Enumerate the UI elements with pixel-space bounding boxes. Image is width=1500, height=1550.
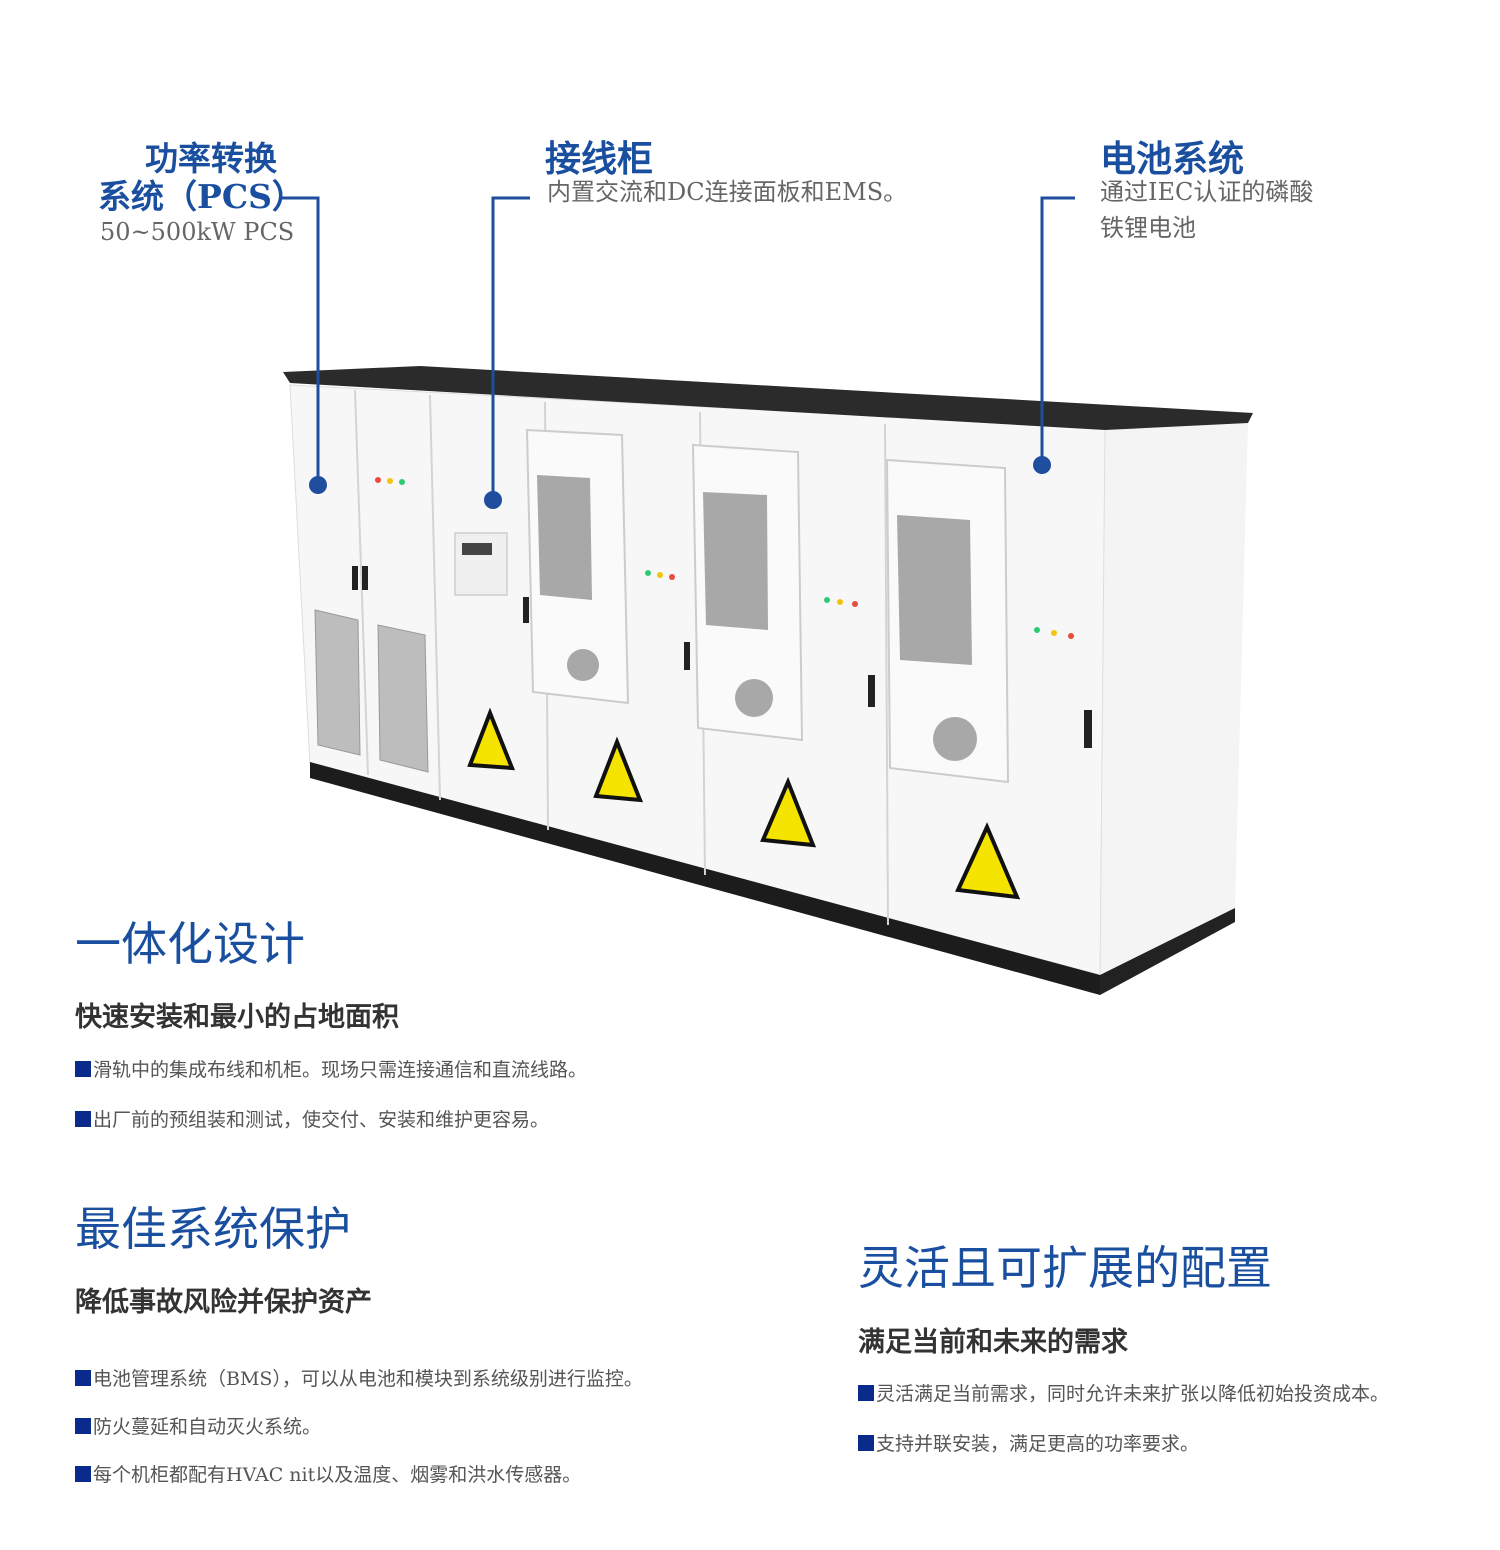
bullet-item: 电池管理系统（BMS），可以从电池和模块到系统级别进行监控。 (75, 1364, 643, 1391)
bullet-square-icon (858, 1384, 874, 1401)
bullet-item: 每个机柜都配有HVAC nit以及温度、烟雾和洪水传感器。 (75, 1460, 581, 1487)
callout-leader-lines (280, 196, 1075, 500)
cabinet-roof (283, 366, 1253, 430)
section-subtitle: 快速安装和最小的占地面积 (75, 1002, 399, 1033)
callout-pcs-title: 系统（PCS） (98, 177, 305, 216)
section-title: 一体化设计 (75, 917, 305, 971)
bullet-square-icon (75, 1417, 91, 1434)
vent-grille (314, 609, 361, 756)
bullet-square-icon (75, 1465, 91, 1482)
callout-dot (1033, 456, 1051, 474)
callout-wiring-title: 接线柜 (545, 138, 654, 180)
callout-battery-title: 电池系统 (1100, 138, 1245, 180)
section-subtitle: 降低事故风险并保护资产 (75, 1287, 372, 1318)
high-voltage-warning-icon (467, 707, 1021, 900)
cabinet-base (310, 762, 1100, 995)
vent-grille (377, 624, 429, 773)
callout-wiring-text: 内置交流和DC连接面板和EMS。 (547, 178, 908, 206)
section-title: 灵活且可扩展的配置 (858, 1241, 1272, 1295)
bullet-item: 滑轨中的集成布线和机柜。现场只需连接通信和直流线路。 (75, 1055, 587, 1082)
callout-pcs-text: 50~500kW PCS (100, 218, 295, 246)
section-title: 最佳系统保护 (75, 1202, 351, 1256)
callout-dot (484, 491, 502, 509)
bullet-square-icon (75, 1060, 91, 1077)
callout-dot (309, 476, 327, 494)
bullet-item: 支持并联安装，满足更高的功率要求。 (858, 1429, 1199, 1456)
bullet-square-icon (75, 1110, 91, 1127)
callout-battery-text: 通过IEC认证的磷酸 (1100, 178, 1314, 206)
bullet-item: 灵活满足当前需求，同时允许未来扩张以降低初始投资成本。 (858, 1379, 1389, 1406)
callout-battery-text: 铁锂电池 (1100, 214, 1196, 242)
bullet-square-icon (75, 1369, 91, 1386)
callout-pcs-title: 功率转换 (145, 139, 277, 178)
bullet-item: 防火蔓延和自动灭火系统。 (75, 1412, 321, 1439)
cabinet-side (1100, 422, 1248, 975)
bullet-square-icon (858, 1434, 874, 1451)
bullet-item: 出厂前的预组装和测试，使交付、安装和维护更容易。 (75, 1105, 549, 1132)
section-subtitle: 满足当前和未来的需求 (858, 1327, 1128, 1358)
